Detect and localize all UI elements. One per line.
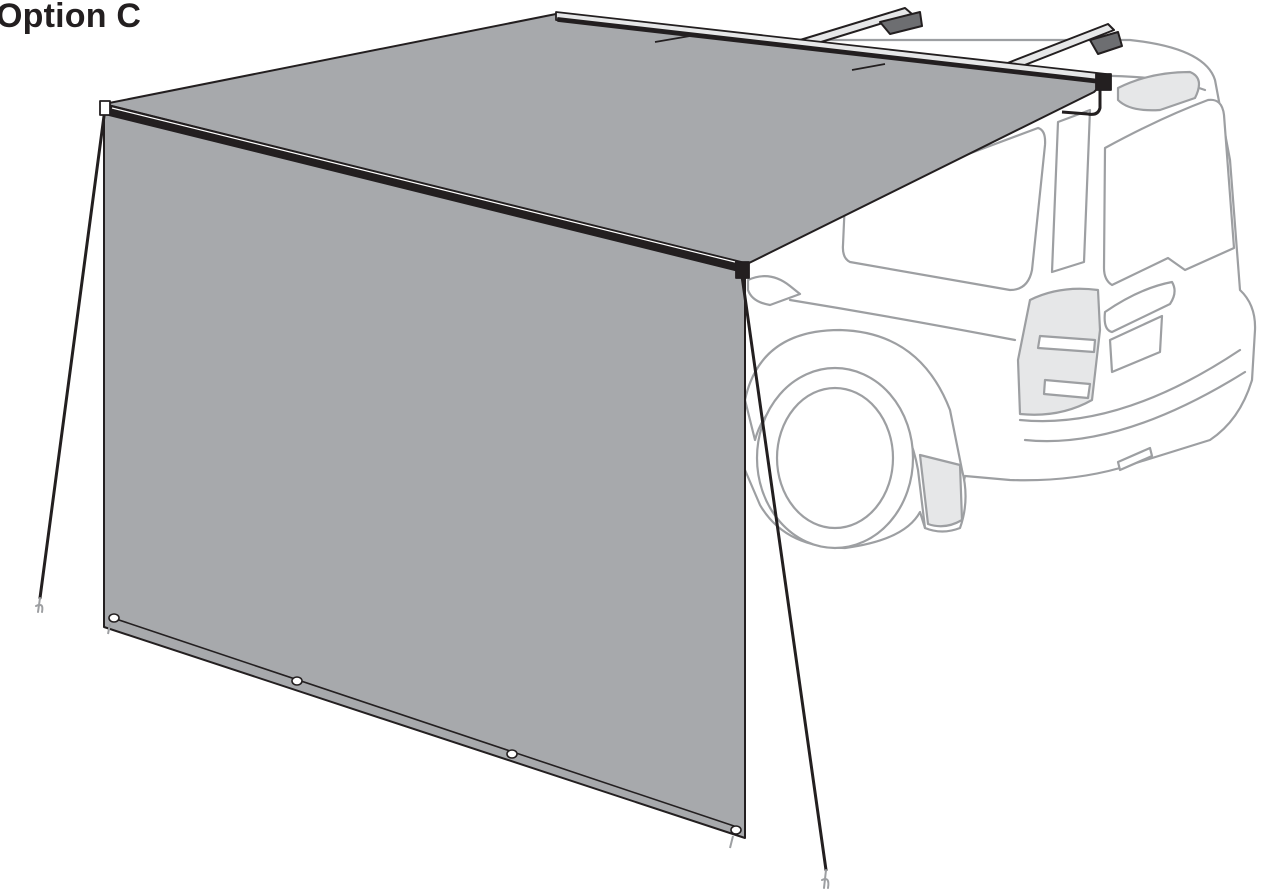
right-pole — [740, 274, 828, 872]
pole-pegs — [35, 597, 830, 889]
vehicle-mirror — [746, 275, 802, 307]
vehicle-body-crease — [788, 298, 1017, 342]
front-bar-left-cap — [99, 100, 111, 116]
wall-grommet — [291, 676, 303, 686]
awning-bracket — [1061, 90, 1102, 116]
right-pole-peg — [821, 869, 830, 889]
wall-grommet — [730, 825, 742, 835]
vehicle-tail-light-lens-lower — [1042, 378, 1092, 400]
vehicle-tail-light-lens — [1036, 334, 1097, 354]
tent-pole-icon — [38, 114, 828, 872]
vehicle-rear-side-window — [1050, 108, 1092, 274]
wall-panel-icon — [103, 111, 746, 849]
left-pole — [38, 114, 106, 600]
wall-grommet — [506, 749, 518, 759]
vehicle-rim — [775, 386, 895, 530]
vehicle-roof-pod — [1116, 70, 1201, 112]
left-pole-peg — [35, 597, 44, 613]
wall-grommet — [108, 613, 120, 623]
awning-rail-icon — [555, 11, 1112, 116]
wall-hem — [109, 616, 741, 829]
vehicle-side-window — [841, 126, 1047, 292]
vehicle-mudflap — [918, 453, 964, 528]
vehicle-rear-window — [1102, 98, 1236, 287]
awning-end-cap — [1095, 73, 1112, 91]
roof-rack — [799, 7, 1123, 71]
roof-bar-front-foot — [879, 11, 923, 35]
front-bar-highlight — [111, 107, 736, 263]
vehicle-rear-handle — [1103, 280, 1176, 334]
vehicle-rear-bumper — [1018, 348, 1247, 443]
wall-peg — [107, 623, 734, 849]
roof-bar-rear-foot — [1089, 31, 1123, 55]
front-awning-bar — [99, 100, 750, 279]
option-label: Option C — [0, 0, 142, 35]
vehicle-number-plate — [1108, 314, 1164, 374]
canopy-strap — [654, 35, 886, 71]
vehicle-bumper-reflector — [1116, 446, 1154, 472]
